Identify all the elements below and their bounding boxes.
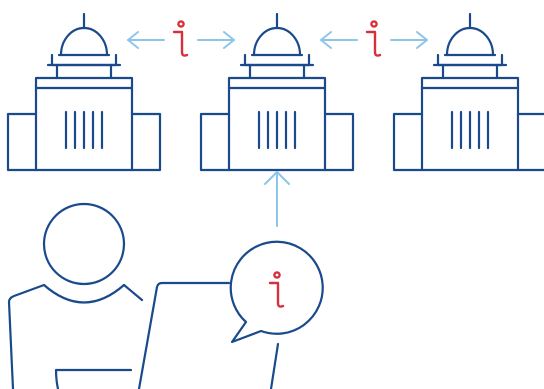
speech-bubble-icon	[229, 240, 324, 344]
person-icon	[7, 202, 144, 389]
arrow-right-icon	[197, 31, 235, 49]
arrow-up-icon	[264, 171, 290, 227]
info-icon	[172, 20, 189, 57]
arrow-left-icon	[127, 31, 165, 49]
arrow-left-icon	[320, 31, 358, 49]
info-icon	[268, 271, 285, 308]
info-icon	[365, 20, 382, 57]
laptop-icon	[54, 281, 280, 389]
government-building-icon	[199, 12, 355, 172]
arrow-right-icon	[390, 31, 428, 49]
government-building-icon	[6, 12, 162, 172]
government-building-icon	[392, 12, 544, 172]
